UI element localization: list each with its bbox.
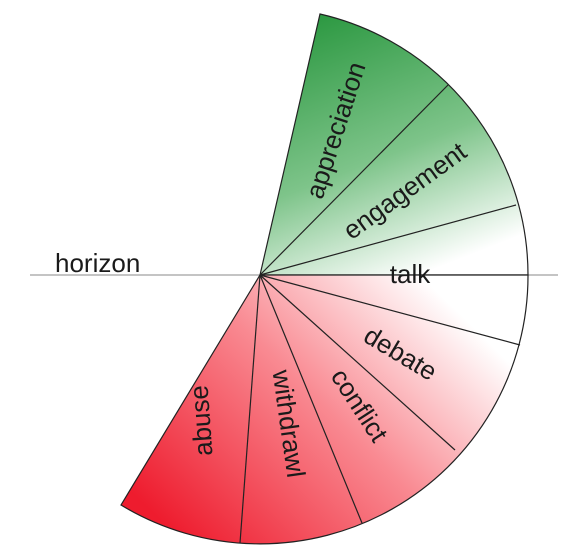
upper-green-sector <box>259 13 529 276</box>
lower-red-sector <box>120 274 529 545</box>
divider-talk-debate <box>259 274 521 346</box>
divider-engagement-talk <box>259 204 517 276</box>
divider-withdrawl-abuse <box>239 274 261 544</box>
label-abuse: abuse <box>184 384 219 457</box>
divider-debate-conflict <box>259 274 456 451</box>
divider-conflict-withdrawl <box>259 274 363 524</box>
divider-appreciation-engagement <box>259 84 449 276</box>
label-talk: talk <box>390 259 431 289</box>
horizon-label: horizon <box>55 248 140 278</box>
sector-dividers <box>239 84 521 544</box>
